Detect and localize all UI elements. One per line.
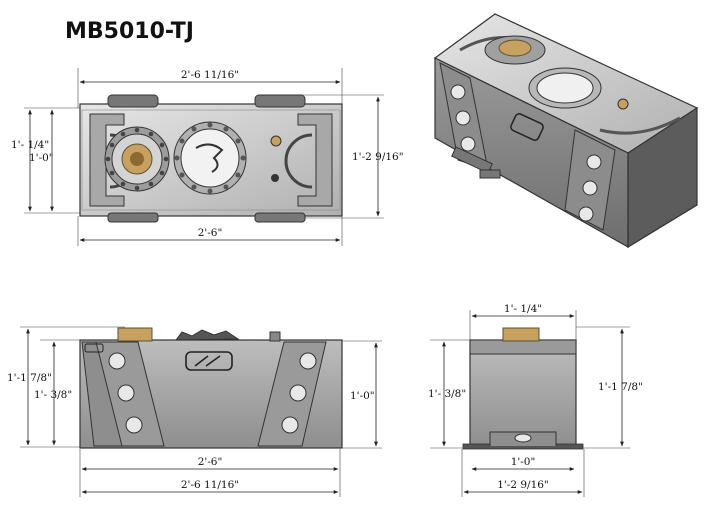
dim-top-body-width: 2'-6" bbox=[198, 227, 223, 239]
dim-side-overall-width: 1'-2 9/16" bbox=[497, 479, 549, 491]
dim-top-overall-width: 2'-6 11/16" bbox=[181, 69, 239, 81]
dim-top-inner-depth: 1'-0" bbox=[29, 152, 54, 164]
dim-front-body-width: 2'-6" bbox=[198, 456, 223, 468]
dim-front-overall-height: 1'-1 7/8" bbox=[7, 372, 52, 384]
side-view: 1'- 1/4" 1'- 3/8" 1'-1 7/8" 1'-0" 1'-2 9… bbox=[428, 303, 643, 497]
dim-side-right-height: 1'-1 7/8" bbox=[598, 381, 643, 393]
dim-side-body-width: 1'-0" bbox=[511, 456, 536, 468]
vent-fitting-icon bbox=[270, 135, 282, 147]
dim-side-left-height: 1'- 3/8" bbox=[428, 388, 466, 400]
dim-front-right-height: 1'-0" bbox=[350, 390, 375, 402]
dim-side-top-width: 1'- 1/4" bbox=[504, 303, 542, 315]
front-view: 1'-1 7/8" 1'- 3/8" 1'-0" 2'-6" 2'-6 11/1… bbox=[7, 326, 382, 497]
dim-front-overall-width: 2'-6 11/16" bbox=[181, 479, 239, 491]
dim-top-outer-depth: 1'- 1/4" bbox=[11, 139, 49, 151]
top-view: 2'-6 11/16" 2'-6" 1'- 1/4" 1'-0" 1'-2 9/… bbox=[11, 68, 404, 246]
filler-cap-icon bbox=[173, 121, 247, 195]
port-icon bbox=[271, 174, 279, 182]
drawing-title: MB5010-TJ bbox=[65, 19, 194, 44]
dim-front-body-height: 1'- 3/8" bbox=[34, 389, 72, 401]
fuel-sender-icon bbox=[104, 126, 170, 192]
dim-top-right-depth: 1'-2 9/16" bbox=[352, 151, 404, 163]
isometric-view bbox=[433, 13, 699, 249]
